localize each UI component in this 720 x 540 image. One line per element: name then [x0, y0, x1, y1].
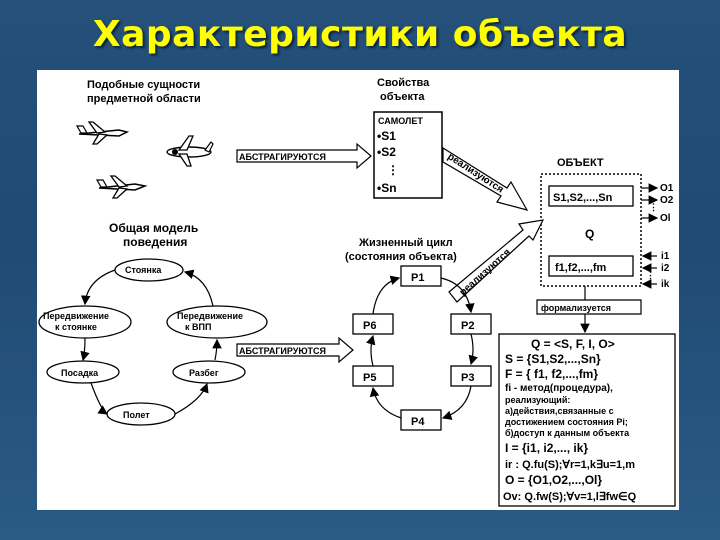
object-characteristics-diagram: Подобные сущности предметной области АБС…	[37, 70, 679, 510]
prop-sn: •Sn	[377, 181, 397, 195]
formal-line-10: ir : Q.fu(S);∀r=1,k∃u=1,m	[505, 459, 635, 471]
state-p2: P2	[461, 320, 474, 332]
state-p5: P5	[363, 372, 376, 384]
cycle-heading-2: (состояния объекта)	[345, 251, 457, 263]
formalize-label: формализуется	[541, 303, 611, 313]
node-parking: Стоянка	[125, 265, 162, 275]
node-takeoff: Разбег	[189, 368, 219, 378]
diagram-panel: Подобные сущности предметной области АБС…	[37, 70, 679, 510]
airplane-properties-box: САМОЛЕТ •S1 •S2 ⋮ •Sn	[374, 112, 442, 198]
airplane-icon	[167, 136, 213, 166]
node-flight: Полет	[123, 410, 150, 420]
formal-line-11: O = {O1,O2,...,Ol}	[505, 473, 602, 487]
svg-text:⋮: ⋮	[646, 270, 655, 280]
abstract-label-top: АБСТРАГИРУЮТСЯ	[239, 152, 326, 162]
input-k: ik	[661, 279, 670, 290]
state-p3: P3	[461, 372, 474, 384]
model-heading-1: Общая модель	[109, 221, 198, 235]
cycle-heading-1: Жизненный цикл	[358, 237, 453, 249]
object-funcs: f1,f2,...,fm	[555, 262, 607, 274]
formal-line-6: а)действия,связанные с	[505, 406, 614, 416]
node-landing: Посадка	[61, 368, 99, 378]
formal-line-8: б)доступ к данным объекта	[505, 428, 630, 438]
realize-arrow-1: реализуются	[443, 148, 527, 210]
model-heading-2: поведения	[123, 235, 187, 249]
abstract-label-bottom: АБСТРАГИРУЮТСЯ	[239, 346, 326, 356]
formal-line-2: S = {S1,S2,...,Sn}	[505, 352, 601, 366]
formal-line-9: I = {i1, i2,..., ik}	[505, 441, 588, 455]
output-1: O1	[660, 183, 674, 194]
state-p1: P1	[411, 272, 424, 284]
state-p6: P6	[363, 320, 376, 332]
formal-line-5: реализующий:	[505, 395, 570, 405]
prop-s2: •S2	[377, 145, 396, 159]
airplane-icon	[97, 176, 145, 198]
formal-line-12: Ov: Q.fw(S);∀v=1,l∃fw∈Q	[503, 491, 637, 503]
formalize-arrow: формализуется	[537, 286, 641, 332]
realize-label-2: реализуются	[458, 247, 513, 298]
svg-text:⋮: ⋮	[649, 202, 658, 212]
formal-description: Q = <S, F, I, O> S = {S1,S2,...,Sn} F = …	[499, 334, 675, 506]
abstract-arrow-top: АБСТРАГИРУЮТСЯ	[237, 144, 371, 168]
object-q: Q	[585, 227, 594, 241]
props-heading-1: Свойства	[377, 77, 430, 89]
node-move-parking-2: к стоянке	[55, 322, 97, 332]
prop-s1: •S1	[377, 129, 396, 143]
input-1: i1	[661, 251, 670, 262]
formal-line-4: fi - метод(процедура),	[505, 383, 613, 394]
outputs-group: ⋮ O1 O2 Ol	[641, 183, 674, 224]
entities-heading-1: Подобные сущности	[87, 79, 200, 91]
node-move-runway-1: Передвижение	[177, 311, 243, 321]
realize-arrow-2: реализуются	[449, 220, 543, 302]
formal-line-7: достижением состояния Pi;	[505, 417, 628, 427]
props-heading-2: объекта	[380, 91, 425, 103]
node-move-runway-2: к ВПП	[185, 322, 211, 332]
formal-line-1: Q = <S, F, I, O>	[531, 337, 615, 351]
state-p4: P4	[411, 416, 425, 428]
abstract-arrow-bottom: АБСТРАГИРУЮТСЯ	[237, 338, 353, 362]
airplane-icon	[77, 122, 127, 144]
node-move-parking-1: Передвижение	[43, 311, 109, 321]
realize-label-1: реализуются	[445, 151, 505, 195]
object-box: S1,S2,...,Sn Q f1,f2,...,fm	[541, 174, 641, 286]
output-l: Ol	[660, 213, 671, 224]
object-label: ОБЪЕКТ	[557, 157, 604, 169]
formal-line-3: F = { f1, f2,...,fm}	[505, 367, 598, 381]
prop-dots: ⋮	[387, 163, 399, 177]
entities-heading-2: предметной области	[87, 93, 201, 105]
slide-title: Характеристики объекта	[0, 14, 720, 55]
behavior-model: Стоянка Передвижение к стоянке Передвиже…	[39, 259, 267, 425]
output-2: O2	[660, 195, 674, 206]
inputs-group: ⋮ i1 i2 ik	[643, 251, 670, 290]
props-box-title: САМОЛЕТ	[378, 116, 423, 126]
input-2: i2	[661, 263, 670, 274]
object-states: S1,S2,...,Sn	[553, 192, 613, 204]
